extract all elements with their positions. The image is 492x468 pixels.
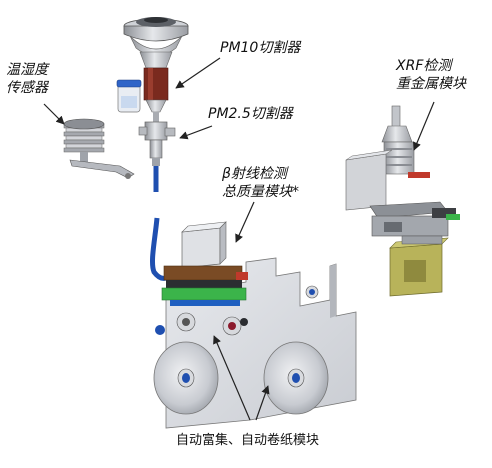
label-humidity-line2: 传感器 <box>6 80 48 96</box>
label-humidity-line1: 温湿度 <box>6 62 48 78</box>
label-pm25: PM2.5切割器 <box>208 106 293 122</box>
xrf-arrow <box>413 101 435 151</box>
label-auto-module: 自动富集、自动卷纸模块 <box>176 433 320 448</box>
beta-module <box>161 221 319 306</box>
roller-group <box>155 312 248 336</box>
humidity-sensor <box>63 118 135 179</box>
xrf-module <box>345 105 460 297</box>
pm10-cutter <box>123 17 189 122</box>
pm25-arrow <box>179 125 213 140</box>
pm10-arrow <box>175 57 221 89</box>
auto-arrow-left <box>213 335 251 421</box>
callout-arrows <box>43 57 435 421</box>
label-xrf-line1: XRF检测 <box>396 58 452 74</box>
label-xrf-line2: 重金属模块 <box>396 76 466 92</box>
label-beta-line1: β射线检测 <box>222 166 287 182</box>
label-beta-line2: 总质量模块* <box>222 184 299 200</box>
sample-tube-lower <box>150 217 167 281</box>
right-drum <box>263 341 329 415</box>
pm25-cutter <box>138 121 176 166</box>
auto-arrow-right <box>255 385 270 421</box>
beta-arrow <box>235 201 255 243</box>
sample-container <box>116 79 142 113</box>
label-pm10: PM10切割器 <box>220 40 301 56</box>
humidity-arrow <box>43 103 65 125</box>
left-drum <box>153 341 219 415</box>
